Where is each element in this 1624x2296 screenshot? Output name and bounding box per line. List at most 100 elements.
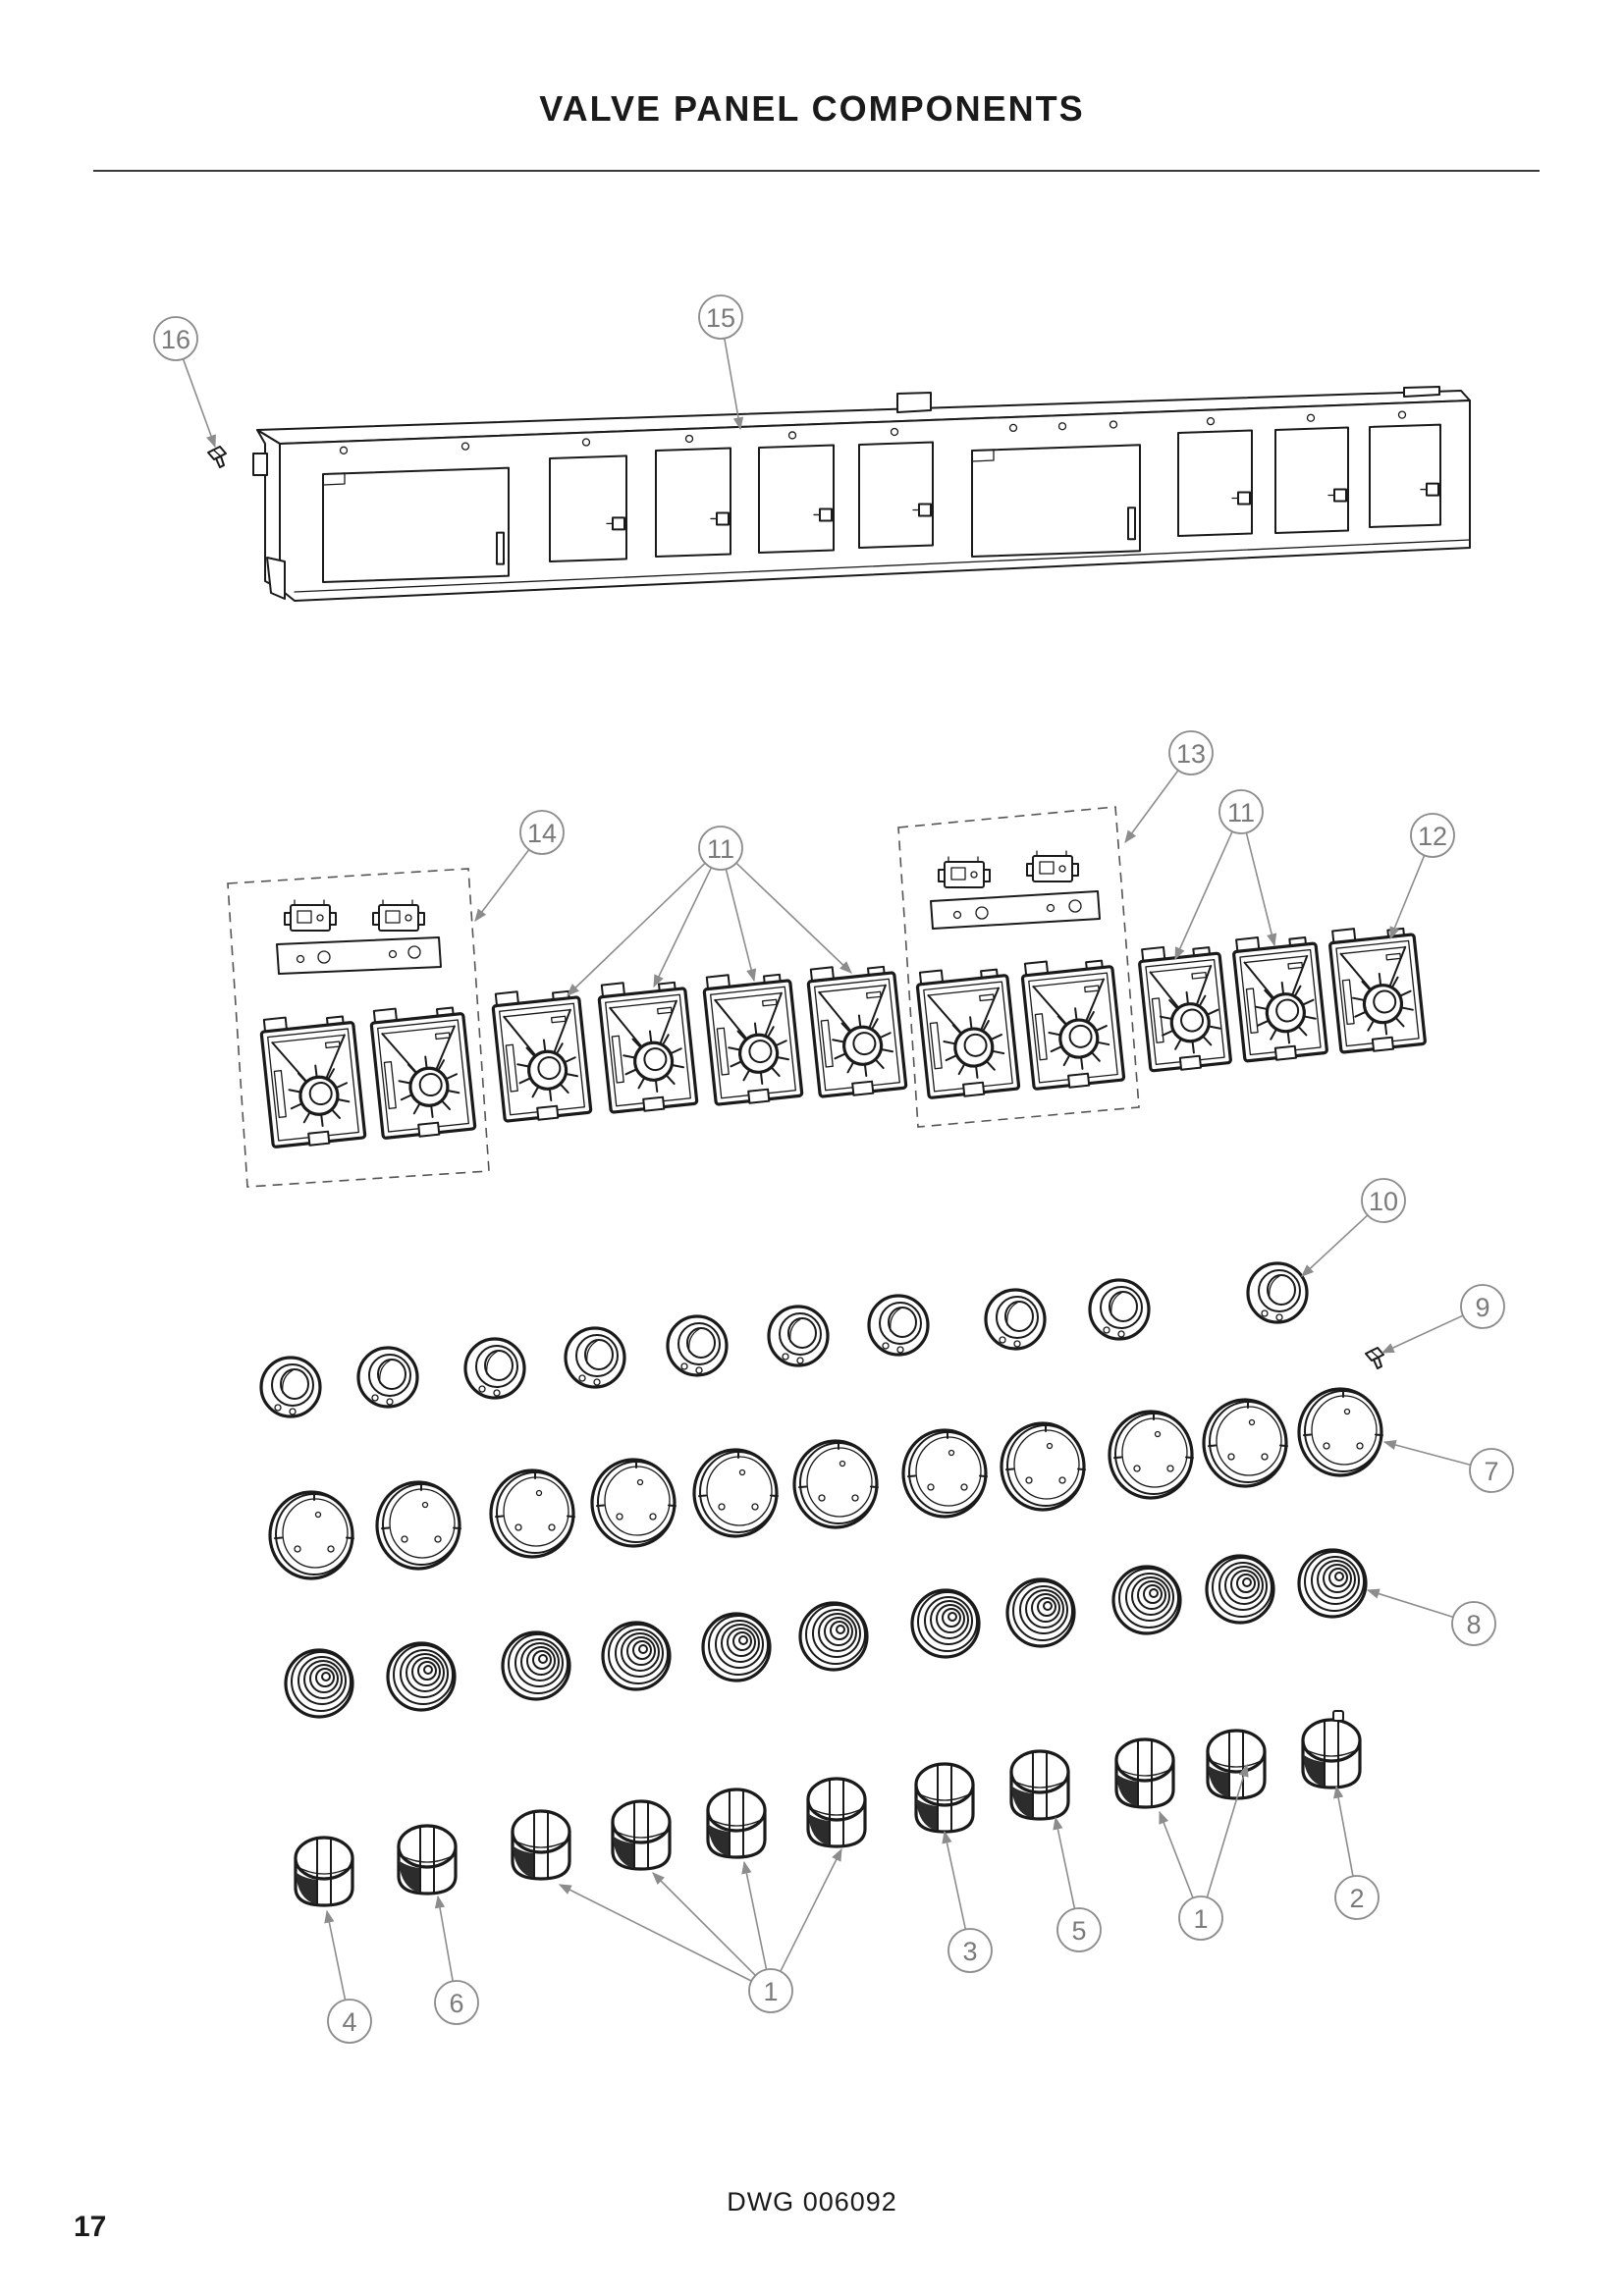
bracket-spoke: [654, 1080, 659, 1094]
bezel-collar: [1100, 1286, 1143, 1329]
callout-circle: [698, 294, 743, 340]
bracket-spoke: [430, 1105, 434, 1119]
spring-coil: [417, 1661, 437, 1681]
bracket-spoke: [969, 1016, 973, 1030]
bezel-screw: [1365, 1347, 1384, 1369]
ring-notch: [979, 1474, 988, 1478]
callout-number: 4: [342, 2007, 356, 2037]
spring-coil: [1311, 1556, 1360, 1605]
bracket-label: [273, 1069, 287, 1118]
ring-hole: [1154, 1430, 1162, 1438]
bezel-hole: [493, 1389, 501, 1397]
panel-top-tab: [896, 392, 932, 413]
bezel-flange: [666, 1314, 729, 1377]
panel-valve-cutout: [758, 444, 835, 554]
bezel-collar: [368, 1354, 411, 1397]
bezel-flange: [767, 1305, 830, 1367]
bracket-spoke: [1270, 1029, 1277, 1041]
spring-coil: [514, 1638, 564, 1687]
spring-coil: [532, 1650, 552, 1670]
leader-line: [942, 1830, 967, 1930]
valve-port-inner: [1068, 1024, 1093, 1048]
knob-skirt-line: [512, 1839, 570, 1848]
ring-hole: [1058, 1476, 1066, 1484]
leader-line: [1053, 1816, 1076, 1909]
spring-coil: [1230, 1570, 1260, 1599]
valve-port-inner: [748, 1040, 773, 1064]
callout-circle: [1056, 1907, 1102, 1952]
panel-mounting-hole: [1206, 416, 1216, 426]
bracket-spoke: [424, 1055, 428, 1069]
callout-number: 1: [1193, 1904, 1208, 1934]
spring-center: [1242, 1577, 1252, 1587]
panel-mounting-hole: [1109, 420, 1118, 429]
bezel-bore: [484, 1350, 514, 1381]
bracket-spoke: [832, 1039, 844, 1043]
callout: 1: [1159, 1763, 1249, 1941]
knob-bezel: [356, 1346, 419, 1409]
bracket-label: [1034, 1013, 1048, 1061]
strip-hole: [407, 945, 421, 959]
switch-contact: [1039, 861, 1055, 875]
callout-circle: [698, 826, 743, 871]
bracket-spoke: [1367, 1020, 1375, 1032]
bracket-spoke: [337, 1098, 351, 1103]
callout: 11: [1174, 789, 1277, 961]
bezel-hole: [680, 1362, 688, 1370]
ignition-switch: [1026, 850, 1079, 882]
ring-hole: [548, 1523, 556, 1531]
spring-coil: [1317, 1560, 1356, 1599]
bracket-rib: [271, 1034, 346, 1043]
valve-bracket: [1232, 936, 1328, 1063]
spring-coil: [1137, 1580, 1166, 1610]
leader-line: [735, 862, 852, 974]
leader-line: [1245, 832, 1277, 947]
knob-pointer-ridge: [937, 1764, 952, 1831]
leader-line: [474, 849, 530, 923]
switch-mounting-strip: [930, 890, 1101, 930]
bracket-spoke: [1168, 998, 1178, 1010]
spring-coil: [824, 1617, 853, 1646]
knob-face: [706, 1788, 767, 1833]
bezel-hole: [896, 1346, 904, 1354]
bracket-spoke: [871, 1018, 879, 1030]
ring-hole: [1323, 1442, 1330, 1450]
bracket-spoke: [398, 1080, 411, 1085]
bracket-spoke: [331, 1108, 341, 1119]
bezel-hole: [782, 1353, 789, 1361]
bracket-spoke: [564, 1056, 576, 1063]
valve-port-inner: [308, 1082, 333, 1106]
bracket-spoke: [406, 1063, 417, 1074]
ring-hole: [1343, 1408, 1351, 1415]
ring-hole: [738, 1468, 746, 1476]
ring-hole: [851, 1494, 859, 1502]
bracket-spoke: [525, 1046, 536, 1057]
callout: 15: [698, 294, 744, 431]
bushing-rim: [291, 1651, 352, 1712]
spring-bushing: [910, 1588, 981, 1659]
knob-pointer-ridge: [419, 1826, 435, 1893]
switch-body: [1032, 855, 1073, 882]
bracket-spoke: [1361, 980, 1371, 991]
bezel-collar: [677, 1322, 721, 1365]
ring-notch: [274, 1536, 283, 1540]
valve-port-inner: [1275, 998, 1300, 1023]
bezel-hole: [578, 1374, 586, 1382]
ring-notch: [495, 1515, 504, 1519]
ring-notch: [1077, 1468, 1086, 1471]
callout-circle: [1218, 789, 1264, 834]
switch-mounting-strip: [276, 936, 442, 975]
bezel-collar: [475, 1345, 518, 1388]
bracket-spoke: [631, 1038, 642, 1048]
bezel-collar: [879, 1302, 922, 1345]
spring-center: [738, 1635, 748, 1645]
panel-mounting-hole: [1397, 410, 1407, 419]
bracket-spoke: [1199, 994, 1207, 1007]
bracket-spoke: [1087, 1010, 1095, 1023]
spring-bushing: [601, 1621, 672, 1691]
knob-face: [511, 1809, 571, 1854]
spring-center: [321, 1672, 331, 1682]
knob-grip-shading: [916, 1798, 937, 1831]
ring-hole: [1227, 1453, 1235, 1461]
bushing-rim: [805, 1604, 866, 1665]
